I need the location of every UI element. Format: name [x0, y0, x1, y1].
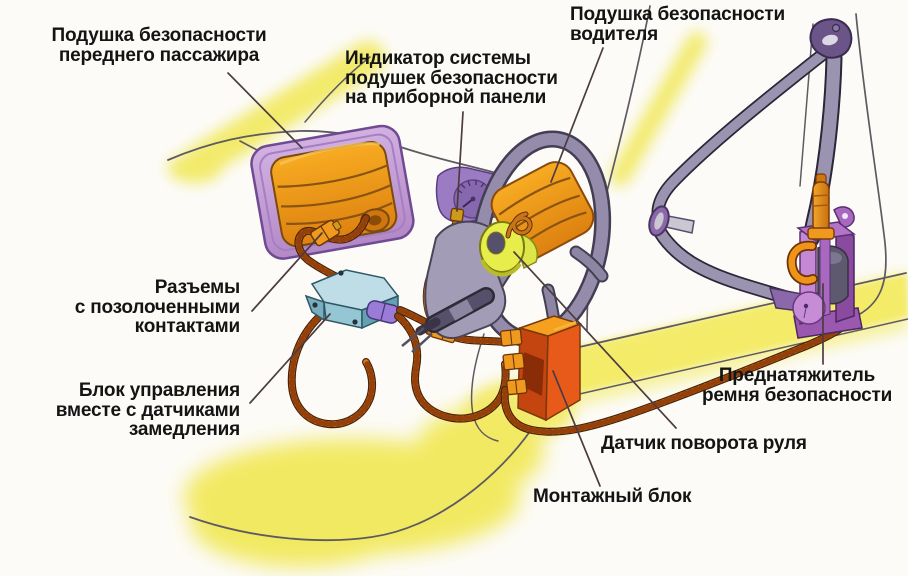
label-line: ремня безопасности — [701, 384, 893, 406]
label-mounting-block: Монтажный блок — [533, 486, 692, 507]
label-line: контактами — [134, 316, 241, 337]
leader-driver-airbag — [550, 47, 604, 183]
label-line: Датчик поворота руля — [601, 433, 807, 454]
label-steering-sensor: Датчик поворота руля — [601, 434, 807, 454]
label-airbag-indicator: Индикатор системы подушек безопасности н… — [345, 49, 558, 108]
label-line: с позолоченными — [74, 296, 240, 318]
leader-mounting-block — [552, 370, 601, 487]
mounting-block-module — [517, 315, 583, 422]
label-control-unit: Блок управления вместе с датчиками замед… — [36, 381, 240, 440]
label-gold-connectors: Разъемы с позолоченными контактами — [38, 278, 240, 337]
steering-wheel-assembly — [401, 130, 612, 353]
leader-indicator — [456, 111, 464, 212]
label-line: Подушка безопасности — [570, 4, 785, 25]
label-line: Блок управления — [78, 380, 240, 401]
leader-steering-sensor — [513, 251, 677, 429]
label-driver-airbag: Подушка безопасности водителя — [570, 5, 785, 44]
label-belt-pretensioner: Преднатяжитель ремня безопасности — [686, 366, 908, 405]
leader-passenger-airbag — [227, 72, 303, 149]
label-line: подушек безопасности — [345, 67, 558, 89]
label-line: Преднатяжитель — [718, 365, 876, 386]
clockspring-wire — [505, 211, 533, 239]
steering-rotation-sensor — [479, 221, 538, 277]
label-line: Монтажный блок — [533, 486, 692, 507]
control-unit-module — [304, 269, 400, 330]
passenger-airbag-module — [250, 124, 415, 260]
mounting-block-connectors — [499, 328, 528, 396]
label-line: Индикатор системы — [345, 48, 531, 69]
belt-buckle-tongue — [648, 205, 695, 237]
label-line: замедления — [128, 419, 240, 440]
belt-shoulder-anchor — [809, 18, 853, 59]
label-passenger-airbag: Подушка безопасности переднего пассажира — [28, 26, 290, 65]
label-line: Разъемы — [154, 277, 240, 298]
label-line: на приборной панели — [345, 87, 547, 108]
pretensioner-hook — [786, 240, 818, 286]
label-line: переднего пассажира — [58, 44, 260, 66]
leader-lines — [227, 47, 824, 487]
leader-connectors — [251, 232, 323, 312]
label-line: вместе с датчиками — [55, 399, 240, 421]
harness-loop — [292, 318, 372, 424]
leader-control-unit — [249, 313, 331, 404]
label-line: Подушка безопасности — [51, 25, 267, 46]
pretensioner-gas-cylinder — [807, 173, 835, 240]
label-line: водителя — [570, 23, 658, 45]
gold-plated-connector — [310, 219, 342, 247]
belt-pretensioner-module — [786, 173, 863, 339]
